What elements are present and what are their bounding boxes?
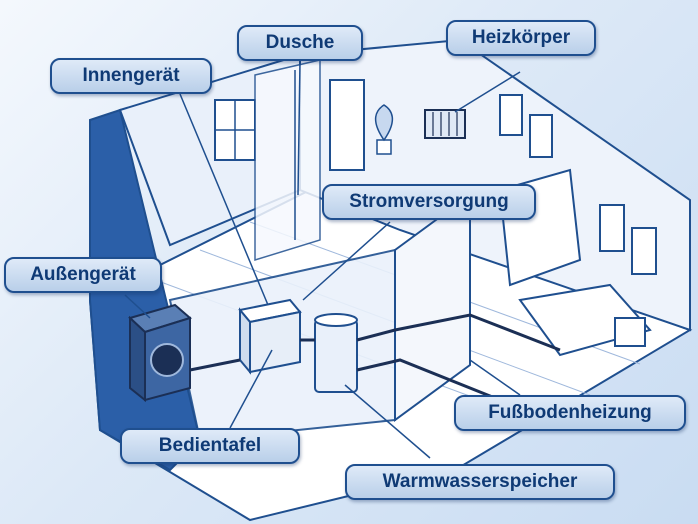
radiator bbox=[424, 109, 466, 139]
shower bbox=[254, 59, 321, 262]
plant bbox=[374, 104, 394, 155]
callout-dusche: Dusche bbox=[237, 25, 363, 61]
callout-innengeraet: Innengerät bbox=[50, 58, 212, 94]
outdoor-unit bbox=[128, 303, 193, 403]
callout-warmwasserspeicher: Warmwasserspeicher bbox=[345, 464, 615, 500]
callout-pointers bbox=[124, 60, 521, 459]
heating-pipes bbox=[189, 313, 561, 402]
callout-heizkoerper: Heizkörper bbox=[446, 20, 596, 56]
indoor-unit bbox=[238, 298, 302, 375]
callout-aussengeraet: Außengerät bbox=[4, 257, 162, 293]
hot-water-tank bbox=[314, 313, 358, 393]
callout-bedientafel: Bedientafel bbox=[120, 428, 300, 464]
nightstand bbox=[614, 317, 646, 347]
callout-fussbodenheizung: Fußbodenheizung bbox=[454, 395, 686, 431]
right-windows bbox=[499, 94, 657, 275]
callout-stromversorgung: Stromversorgung bbox=[322, 184, 536, 220]
door-back bbox=[329, 79, 365, 171]
